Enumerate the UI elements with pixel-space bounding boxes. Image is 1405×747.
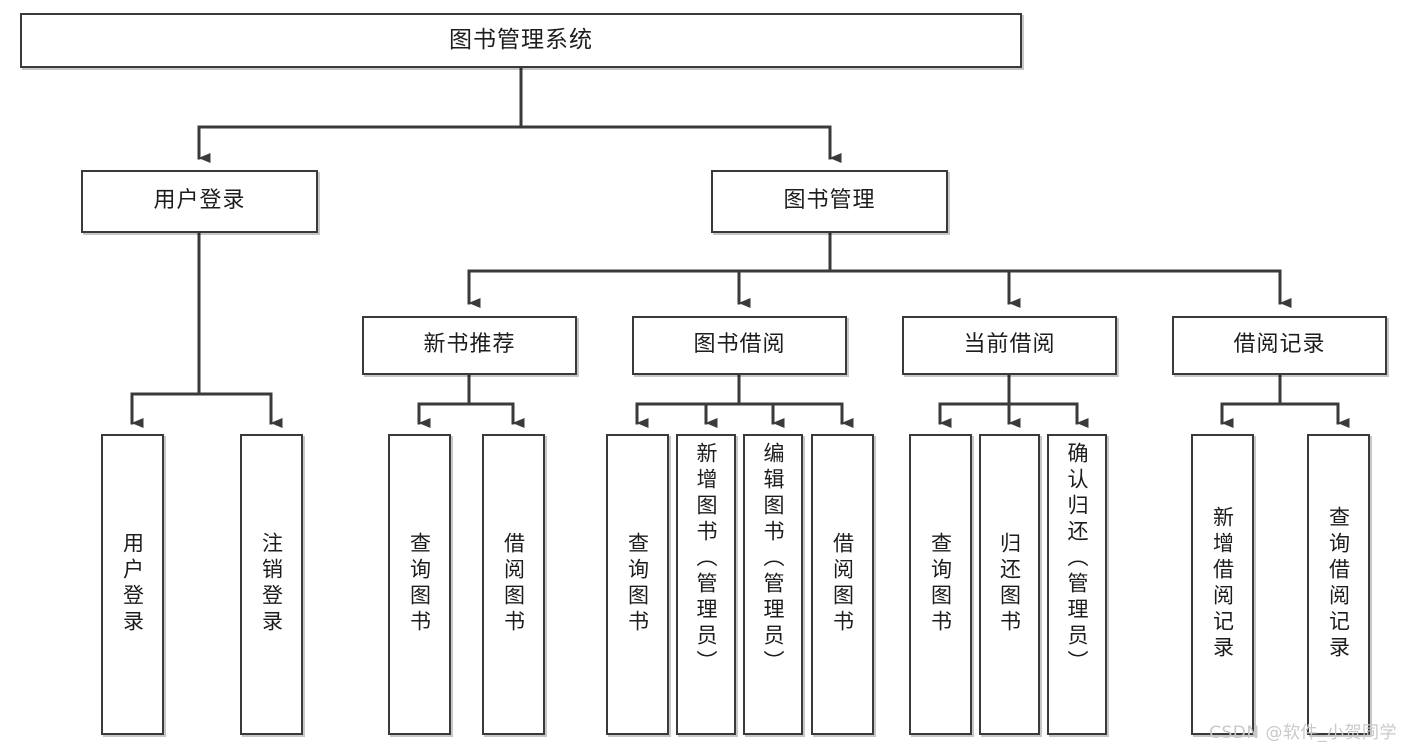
leaf-new-book-query-book[interactable]: 查询图书 — [388, 434, 451, 735]
node-label: 编辑图书（管理员） — [761, 442, 785, 676]
node-label: 新书推荐 — [423, 332, 516, 358]
node-label: 当前借阅 — [963, 332, 1056, 358]
leaf-book-borrow-query-book[interactable]: 查询图书 — [606, 434, 669, 735]
node-label: 新增借阅记录 — [1210, 505, 1235, 662]
leaf-user-login-logout[interactable]: 注销登录 — [240, 434, 303, 735]
node-label: 查询图书 — [407, 531, 432, 636]
node-label: 用户登录 — [120, 531, 145, 636]
leaf-user-login-login[interactable]: 用户登录 — [101, 434, 164, 735]
node-current-borrow[interactable]: 当前借阅 — [902, 316, 1117, 375]
leaf-book-borrow-borrow-book[interactable]: 借阅图书 — [811, 434, 874, 735]
leaf-current-borrow-return-book[interactable]: 归还图书 — [979, 434, 1040, 735]
leaf-current-borrow-confirm-return-admin[interactable]: 确认归还（管理员） — [1047, 434, 1107, 735]
node-borrow-record[interactable]: 借阅记录 — [1172, 316, 1387, 375]
node-label: 用户登录 — [153, 188, 246, 214]
node-root-book-management-system[interactable]: 图书管理系统 — [20, 13, 1022, 68]
leaf-borrow-record-query-record[interactable]: 查询借阅记录 — [1307, 434, 1370, 735]
node-book-management[interactable]: 图书管理 — [711, 170, 948, 233]
node-user-login[interactable]: 用户登录 — [81, 170, 318, 233]
node-label: 图书借阅 — [693, 332, 786, 358]
node-label: 查询借阅记录 — [1326, 505, 1351, 662]
node-label: 图书管理系统 — [449, 26, 593, 53]
node-label: 图书管理 — [783, 188, 876, 214]
leaf-new-book-borrow-book[interactable]: 借阅图书 — [482, 434, 545, 735]
node-label: 确认归还（管理员） — [1065, 442, 1089, 676]
node-label: 借阅图书 — [501, 531, 526, 636]
node-label: 归还图书 — [997, 531, 1022, 636]
leaf-current-borrow-query-book[interactable]: 查询图书 — [909, 434, 972, 735]
node-label: 查询图书 — [625, 531, 650, 636]
node-book-borrow[interactable]: 图书借阅 — [632, 316, 847, 375]
leaf-book-borrow-edit-book-admin[interactable]: 编辑图书（管理员） — [743, 434, 803, 735]
node-new-book-recommend[interactable]: 新书推荐 — [362, 316, 577, 375]
node-label: 查询图书 — [928, 531, 953, 636]
node-label: 借阅记录 — [1233, 332, 1326, 358]
leaf-book-borrow-add-book-admin[interactable]: 新增图书（管理员） — [676, 434, 736, 735]
node-label: 新增图书（管理员） — [694, 442, 718, 676]
leaf-borrow-record-add-record[interactable]: 新增借阅记录 — [1191, 434, 1254, 735]
node-label: 注销登录 — [259, 531, 284, 636]
node-label: 借阅图书 — [830, 531, 855, 636]
